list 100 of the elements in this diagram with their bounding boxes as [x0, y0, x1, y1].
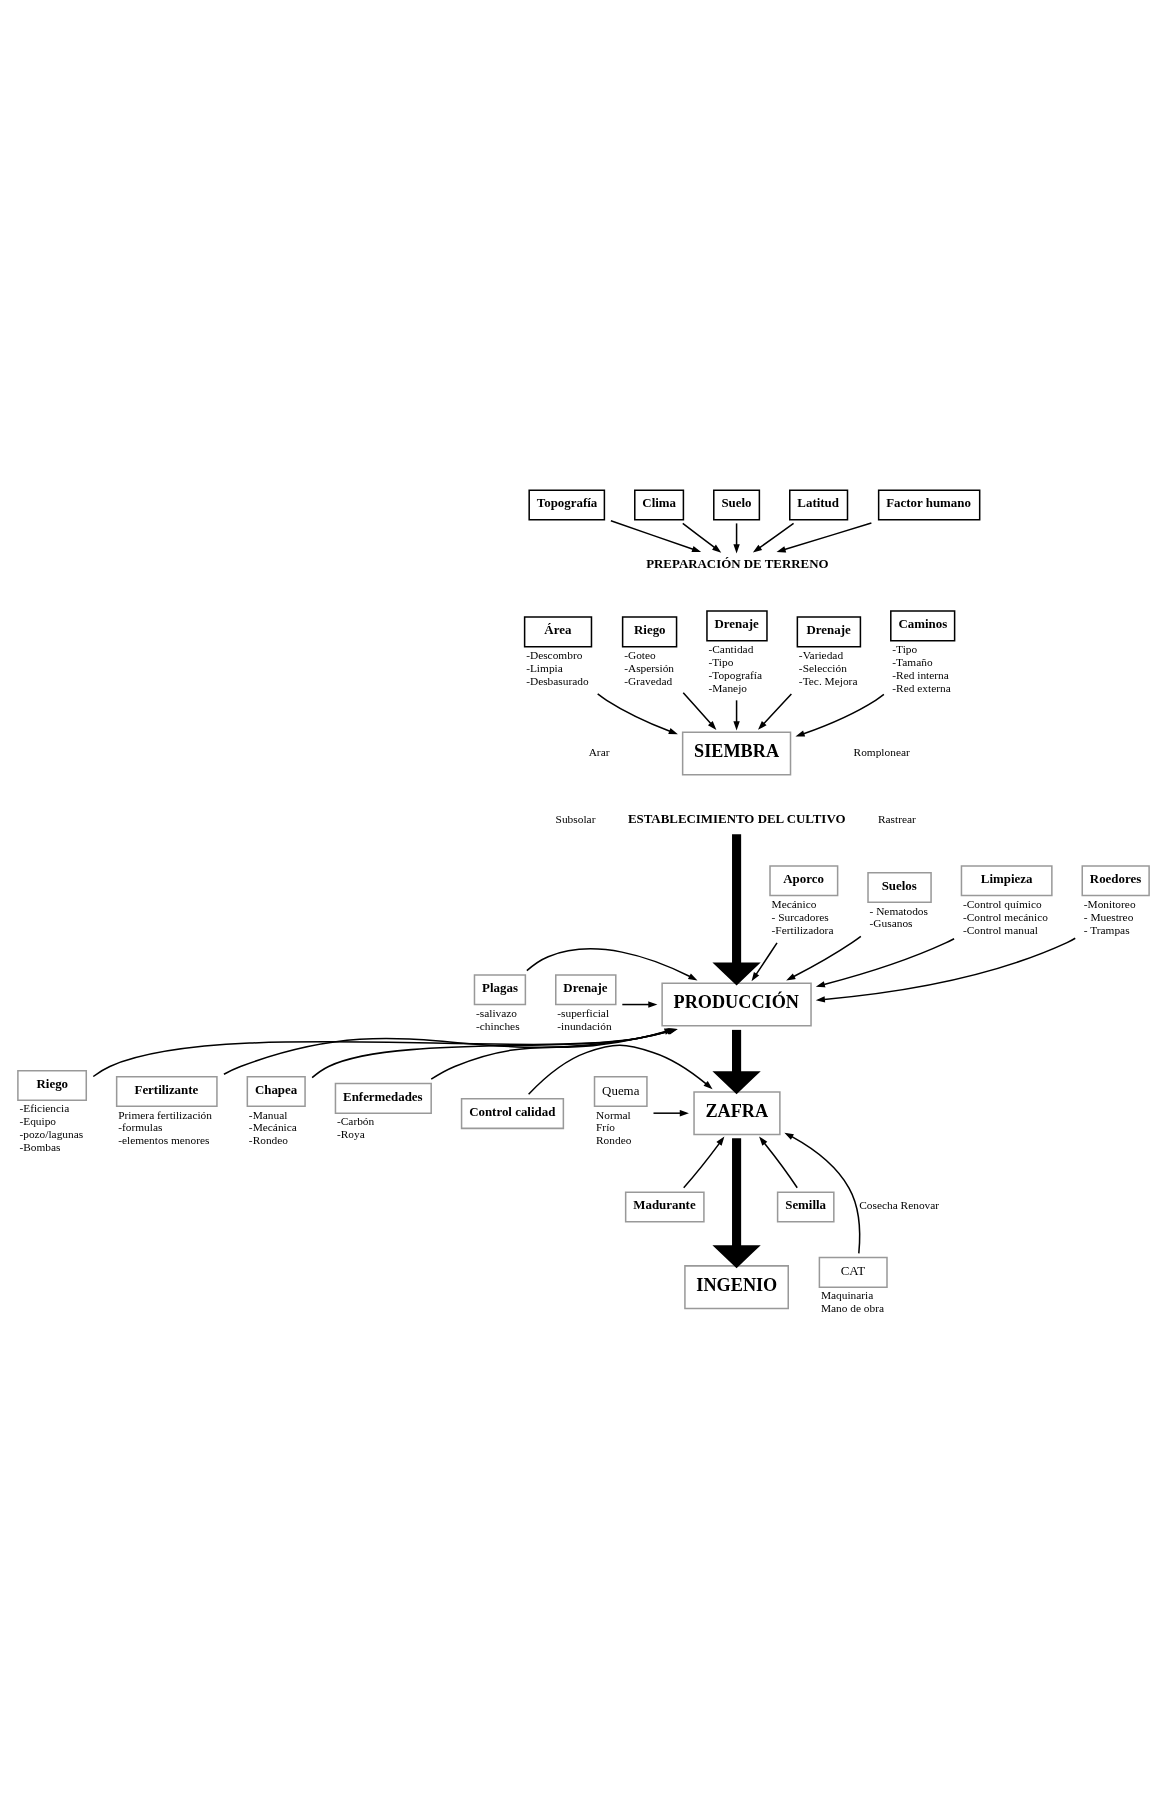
node-label: - Muestreo	[1083, 910, 1134, 923]
node-box: Riego	[621, 616, 678, 648]
node-box: INGENIO	[684, 1265, 789, 1310]
arrow	[712, 1029, 761, 1095]
arrow	[621, 1001, 658, 1008]
node-box: Caminos	[890, 610, 956, 642]
node-label: -Variedad	[798, 648, 844, 661]
arrow	[527, 1044, 713, 1096]
node-label: Frío	[596, 1121, 615, 1134]
node-label: Primera fertilización	[118, 1108, 212, 1121]
label: Subsolar	[555, 812, 596, 825]
node-box: Latitud	[789, 489, 849, 521]
node-label: -Manejo	[708, 681, 748, 694]
node-box: Clima	[634, 489, 685, 521]
node-box: Riego	[17, 1069, 88, 1102]
node-label: -chinches	[476, 1019, 520, 1032]
node-label: -Goteo	[624, 648, 656, 661]
node-label: -Selección	[798, 661, 847, 674]
node-box: Roedores	[1081, 865, 1150, 897]
node-box: Suelos	[867, 871, 932, 904]
node-box: Quema	[593, 1075, 648, 1108]
node-text: ESTABLECIMIENTO DEL CULTIVO	[627, 811, 846, 827]
arrow	[596, 693, 678, 735]
arrow	[526, 948, 698, 981]
arrow	[795, 693, 885, 737]
node-box: Drenaje	[555, 974, 617, 1006]
node-label: - Trampas	[1083, 923, 1130, 936]
arrow	[682, 691, 717, 730]
node-label: -Desbasurado	[526, 674, 589, 687]
node-label: Rondeo	[596, 1134, 632, 1147]
arrow	[776, 522, 873, 553]
arrow	[815, 938, 955, 988]
node-box: Topografía	[528, 489, 606, 521]
node-box: PRODUCCIÓN	[661, 982, 812, 1027]
node-label: -Carbón	[336, 1115, 375, 1128]
node-label: -Red externa	[892, 681, 951, 694]
arrow	[786, 935, 862, 981]
node-label: Mecánico	[771, 897, 817, 910]
node-label: -Bombas	[19, 1141, 61, 1154]
node-label: -inundación	[557, 1019, 612, 1032]
node-label: -Limpia	[526, 661, 563, 674]
label: Arar	[588, 746, 610, 759]
node-label: -pozo/lagunas	[19, 1128, 84, 1141]
label: Romplonear	[853, 746, 910, 759]
node-label: -superficial	[557, 1006, 610, 1019]
node-box: Limpieza	[960, 865, 1053, 897]
label: Rastrear	[877, 812, 916, 825]
node-label: -Equipo	[19, 1115, 57, 1128]
node-label: -Topografía	[708, 668, 762, 681]
arrow	[682, 522, 722, 553]
node-label: -Red interna	[892, 668, 949, 681]
node-text: PREPARACIÓN DE TERRENO	[646, 555, 829, 571]
node-label: -Tamaño	[892, 655, 933, 668]
node-label: -Tipo	[708, 655, 734, 668]
node-box: Control calidad	[460, 1098, 565, 1130]
node-label: -Gravedad	[624, 674, 673, 687]
arrow	[758, 693, 793, 730]
node-label: -Mecánica	[248, 1121, 297, 1134]
node-box: Suelo	[713, 489, 761, 521]
node-label: -Tec. Mejora	[798, 674, 858, 687]
arrow	[712, 834, 761, 986]
node-box: Chapea	[246, 1075, 306, 1108]
arrow	[652, 1109, 689, 1117]
arrow	[712, 1138, 761, 1269]
node-label: -formulas	[118, 1121, 163, 1134]
arrow	[752, 522, 795, 553]
arrow	[815, 937, 1076, 1003]
arrow	[759, 1136, 798, 1189]
node-label: - Nematodos	[869, 904, 928, 917]
arrow	[751, 942, 778, 982]
node-label: -Eficiencia	[19, 1102, 70, 1115]
node-label: -Manual	[248, 1108, 288, 1121]
node-box: Drenaje	[796, 616, 862, 648]
node-label: -Monitoreo	[1083, 897, 1136, 910]
arrow	[733, 699, 740, 731]
node-label: Maquinaria	[820, 1289, 874, 1302]
arrow	[733, 522, 740, 554]
arrow	[682, 1136, 725, 1189]
node-box: Madurante	[624, 1191, 705, 1223]
arrow	[430, 1028, 674, 1080]
node-box: Área	[523, 616, 593, 648]
node-label: -Aspersión	[624, 661, 675, 674]
node-box: Aporco	[769, 865, 839, 897]
arrow	[610, 520, 702, 553]
arrow	[784, 1132, 861, 1255]
node-label: -Descombro	[526, 648, 583, 661]
node-label: -Cantidad	[708, 642, 754, 655]
node-box: Fertilizante	[115, 1075, 218, 1108]
node-label: -Rondeo	[248, 1134, 289, 1147]
node-label: -Roya	[336, 1128, 365, 1141]
node-label: -Control mecánico	[962, 910, 1048, 923]
edge-label: Cosecha Renovar	[859, 1199, 940, 1212]
node-label: -Gusanos	[869, 917, 913, 930]
node-label: -salivazo	[476, 1006, 518, 1019]
node-box: Plagas	[473, 974, 527, 1006]
node-label: - Surcadores	[771, 910, 829, 923]
node-box: Semilla	[776, 1191, 835, 1223]
node-label: Mano de obra	[820, 1302, 885, 1315]
node-label: -Tipo	[892, 642, 918, 655]
node-box: Drenaje	[706, 610, 768, 642]
